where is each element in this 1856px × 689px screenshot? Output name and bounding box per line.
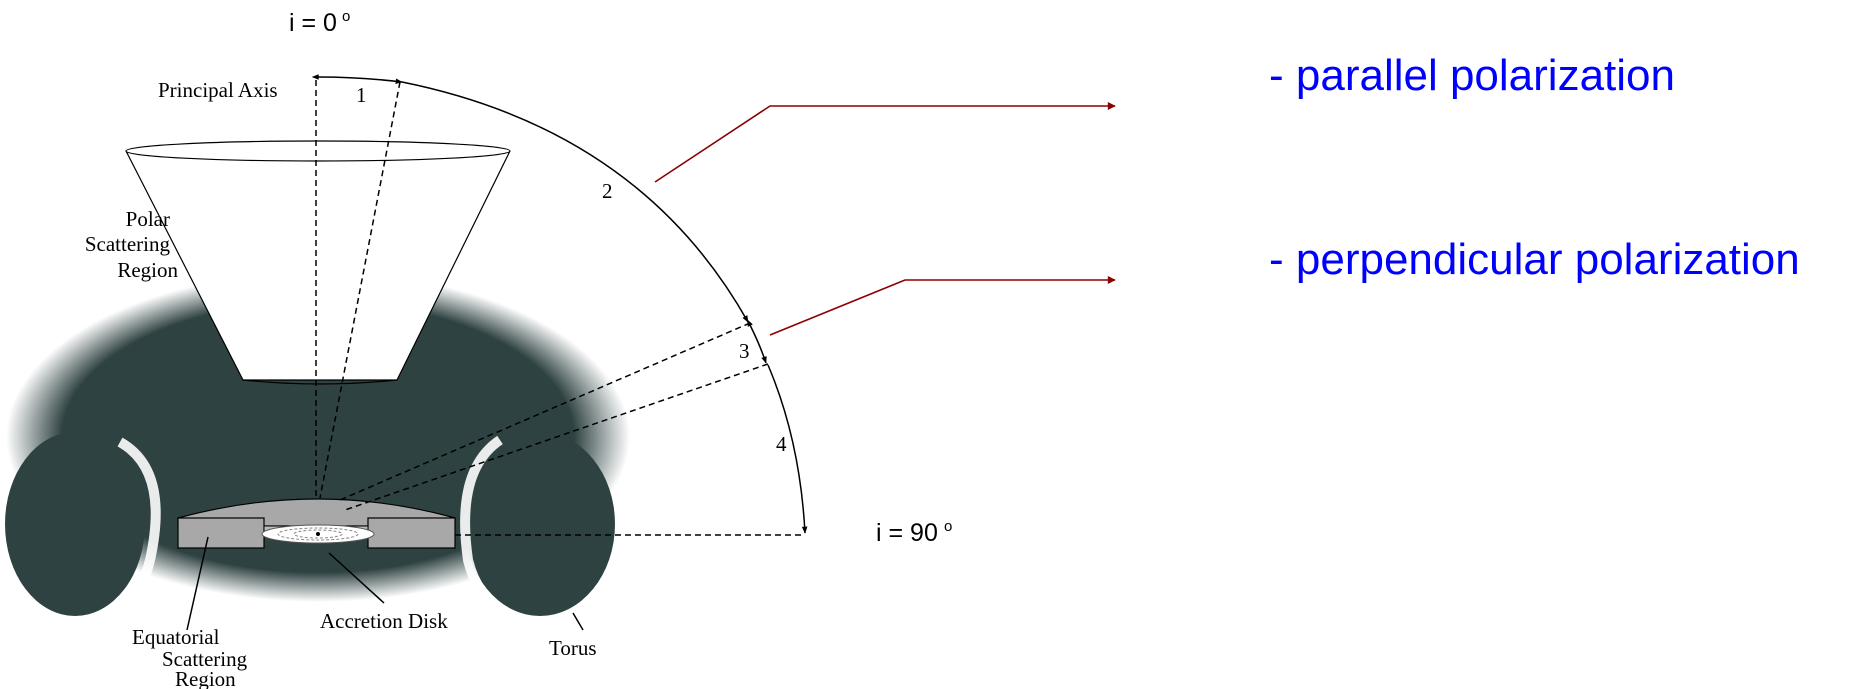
equatorial-slab-left xyxy=(177,517,265,549)
label-leaders xyxy=(186,536,584,631)
label-equatorial-2: Scattering xyxy=(162,647,248,671)
label-zone-4: 4 xyxy=(776,432,787,456)
label-i-0-degree: o xyxy=(342,8,350,25)
label-equatorial-1: Equatorial xyxy=(132,625,220,649)
label-polar-1: Polar xyxy=(126,207,170,231)
equatorial-slab-right xyxy=(367,517,456,549)
label-polar-3: Region xyxy=(117,258,178,282)
label-polar-2: Scattering xyxy=(85,232,171,256)
label-principal-axis: Principal Axis xyxy=(158,78,278,102)
torus-right-lobe-highlight xyxy=(460,435,513,621)
arc-zone2 xyxy=(401,81,749,323)
legend-parallel-polarization: - parallel polarization xyxy=(1269,51,1675,100)
accretion-disk xyxy=(261,524,375,544)
sight-lines xyxy=(315,80,805,536)
torus-left-lobe xyxy=(5,432,145,616)
label-i-0: i = 0 xyxy=(289,9,337,37)
legend-perpendicular-polarization: - perpendicular polarization xyxy=(1269,235,1800,284)
pointer-perpendicular xyxy=(769,276,1116,336)
arc-zone4 xyxy=(767,364,808,534)
arc-zone1 xyxy=(311,74,403,85)
legend-pointers xyxy=(654,102,1116,336)
sightline-zone3-lower xyxy=(344,363,769,511)
sightline-zone1-boundary xyxy=(319,81,401,499)
label-zone-3: 3 xyxy=(739,339,750,363)
label-equatorial-3: Region xyxy=(175,667,236,689)
torus-right-lobe xyxy=(465,432,615,616)
torus-left-lobe-highlight xyxy=(107,437,161,621)
torus xyxy=(5,272,630,621)
label-torus: Torus xyxy=(549,636,597,660)
equatorial-scattering-region xyxy=(177,498,456,549)
arc-zone3 xyxy=(747,319,767,364)
label-accretion-disk: Accretion Disk xyxy=(320,609,448,633)
pointer-parallel xyxy=(654,102,1116,183)
label-zone-2: 2 xyxy=(602,179,613,203)
label-i-90: i = 90 xyxy=(876,519,938,547)
label-i-90-degree: o xyxy=(944,518,952,535)
inclination-arc xyxy=(311,74,808,534)
label-zone-1: 1 xyxy=(356,83,367,107)
sightline-zone3-upper xyxy=(339,322,751,501)
polar-scattering-region xyxy=(125,140,511,385)
